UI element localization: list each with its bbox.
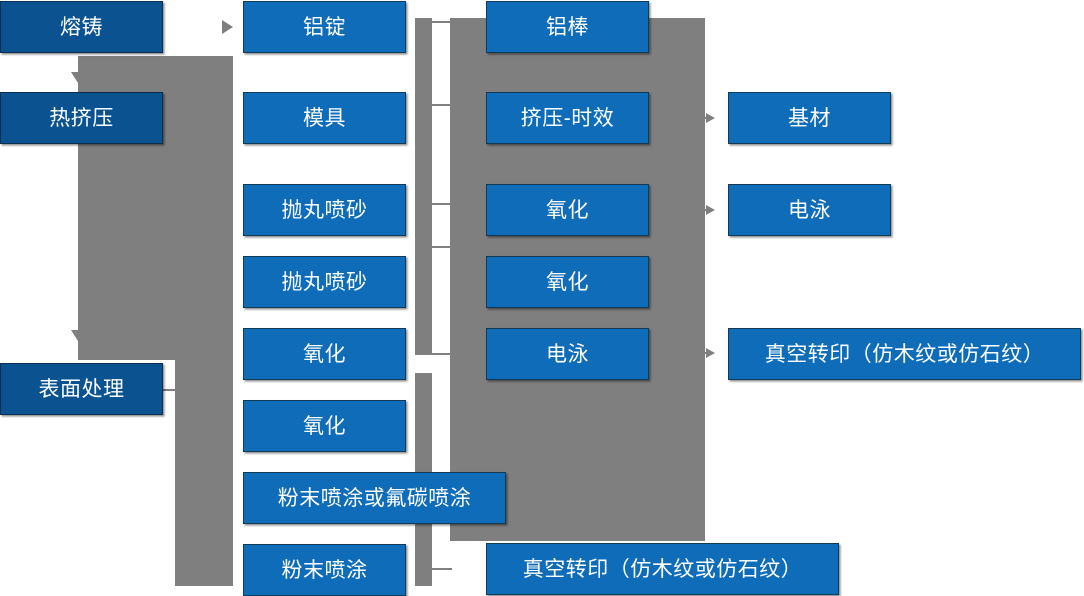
step-label: 粉末喷涂	[281, 558, 368, 582]
connector-midbar-upper	[415, 18, 432, 355]
stage-box-biaomianchuli[interactable]: 表面处理	[0, 363, 163, 415]
arrow-right-icon-out-1	[706, 113, 715, 123]
output-label: 基材	[788, 106, 831, 130]
connector-stub-out-3	[700, 352, 708, 354]
arrow-right-icon-c2-8	[222, 556, 233, 570]
step-label: 氧化	[303, 414, 346, 438]
arrow-right-icon-c2-3	[222, 196, 233, 210]
connector-stub-mid-4	[432, 246, 452, 248]
step-label: 抛丸喷砂	[281, 198, 368, 222]
arrow-right-icon-c2-6	[222, 412, 233, 426]
connector-stage-body-lower	[175, 360, 233, 586]
step-label: 氧化	[303, 342, 346, 366]
step-label: 抛丸喷砂	[281, 270, 368, 294]
step-box-yanghua-2[interactable]: 氧化	[243, 400, 406, 452]
arrow-right-icon-out-2	[706, 205, 715, 215]
step2-box-yanghua-2[interactable]: 氧化	[486, 256, 649, 308]
step2-box-jiya-shixiao[interactable]: 挤压-时效	[486, 92, 649, 144]
step-box-fenmo-futan[interactable]: 粉末喷涂或氟碳喷涂	[243, 472, 506, 524]
step-box-paowan-2[interactable]: 抛丸喷砂	[243, 256, 406, 308]
step2-box-dianyong[interactable]: 电泳	[486, 328, 649, 380]
stage-box-rejiya[interactable]: 热挤压	[0, 92, 163, 144]
connector-stub-out-1	[700, 117, 708, 119]
output-label: 电泳	[788, 198, 831, 222]
stage-box-rongzhu[interactable]: 熔铸	[0, 1, 163, 53]
step-label: 粉末喷涂或氟碳喷涂	[277, 486, 472, 510]
step2-box-zhenkong-zhuanyin[interactable]: 真空转印（仿木纹或仿石纹）	[486, 543, 839, 595]
connector-stub-out-2	[700, 209, 708, 211]
step2-box-yanghua-1[interactable]: 氧化	[486, 184, 649, 236]
step-label: 挤压-时效	[520, 106, 615, 130]
step-box-paowan-1[interactable]: 抛丸喷砂	[243, 184, 406, 236]
arrow-right-icon-c2-1	[222, 20, 233, 34]
output-box-jicai[interactable]: 基材	[728, 92, 891, 144]
arrow-right-icon-c2-2	[222, 104, 233, 118]
arrow-right-icon-c2-7	[222, 484, 233, 498]
step-box-muju[interactable]: 模具	[243, 92, 406, 144]
step-label: 模具	[303, 106, 346, 130]
step-label: 铝棒	[546, 15, 589, 39]
stage-label: 表面处理	[38, 377, 125, 401]
connector-stub-mid-6	[432, 568, 452, 570]
arrow-down-icon-stage2	[71, 330, 85, 341]
step-label: 氧化	[546, 198, 589, 222]
arrow-right-icon-out-3	[706, 348, 715, 358]
connector-stub-mid-3	[432, 203, 452, 205]
connector-stub-mid-5	[432, 353, 452, 355]
step-box-ludding[interactable]: 铝锭	[243, 1, 406, 53]
arrow-down-icon-stage1	[71, 72, 85, 83]
connector-stub-stage3	[163, 389, 177, 391]
arrow-right-icon-c2-5	[222, 340, 233, 354]
output-box-zhenkong-zhuanyin[interactable]: 真空转印（仿木纹或仿石纹）	[728, 328, 1081, 380]
output-label: 真空转印（仿木纹或仿石纹）	[764, 342, 1045, 366]
arrow-right-icon-c2-4	[222, 268, 233, 282]
step-box-yanghua-1[interactable]: 氧化	[243, 328, 406, 380]
stage-label: 熔铸	[60, 15, 103, 39]
step-box-fenmo[interactable]: 粉末喷涂	[243, 544, 406, 596]
connector-stub-mid-2	[432, 104, 452, 106]
step-label: 电泳	[546, 342, 589, 366]
step-label: 真空转印（仿木纹或仿石纹）	[522, 557, 803, 581]
stage-label: 热挤压	[49, 106, 114, 130]
step-label: 铝锭	[303, 15, 346, 39]
step2-box-lubang[interactable]: 铝棒	[486, 1, 649, 53]
output-box-dianyong[interactable]: 电泳	[728, 184, 891, 236]
step-label: 氧化	[546, 270, 589, 294]
connector-stub-mid-1	[432, 21, 452, 23]
